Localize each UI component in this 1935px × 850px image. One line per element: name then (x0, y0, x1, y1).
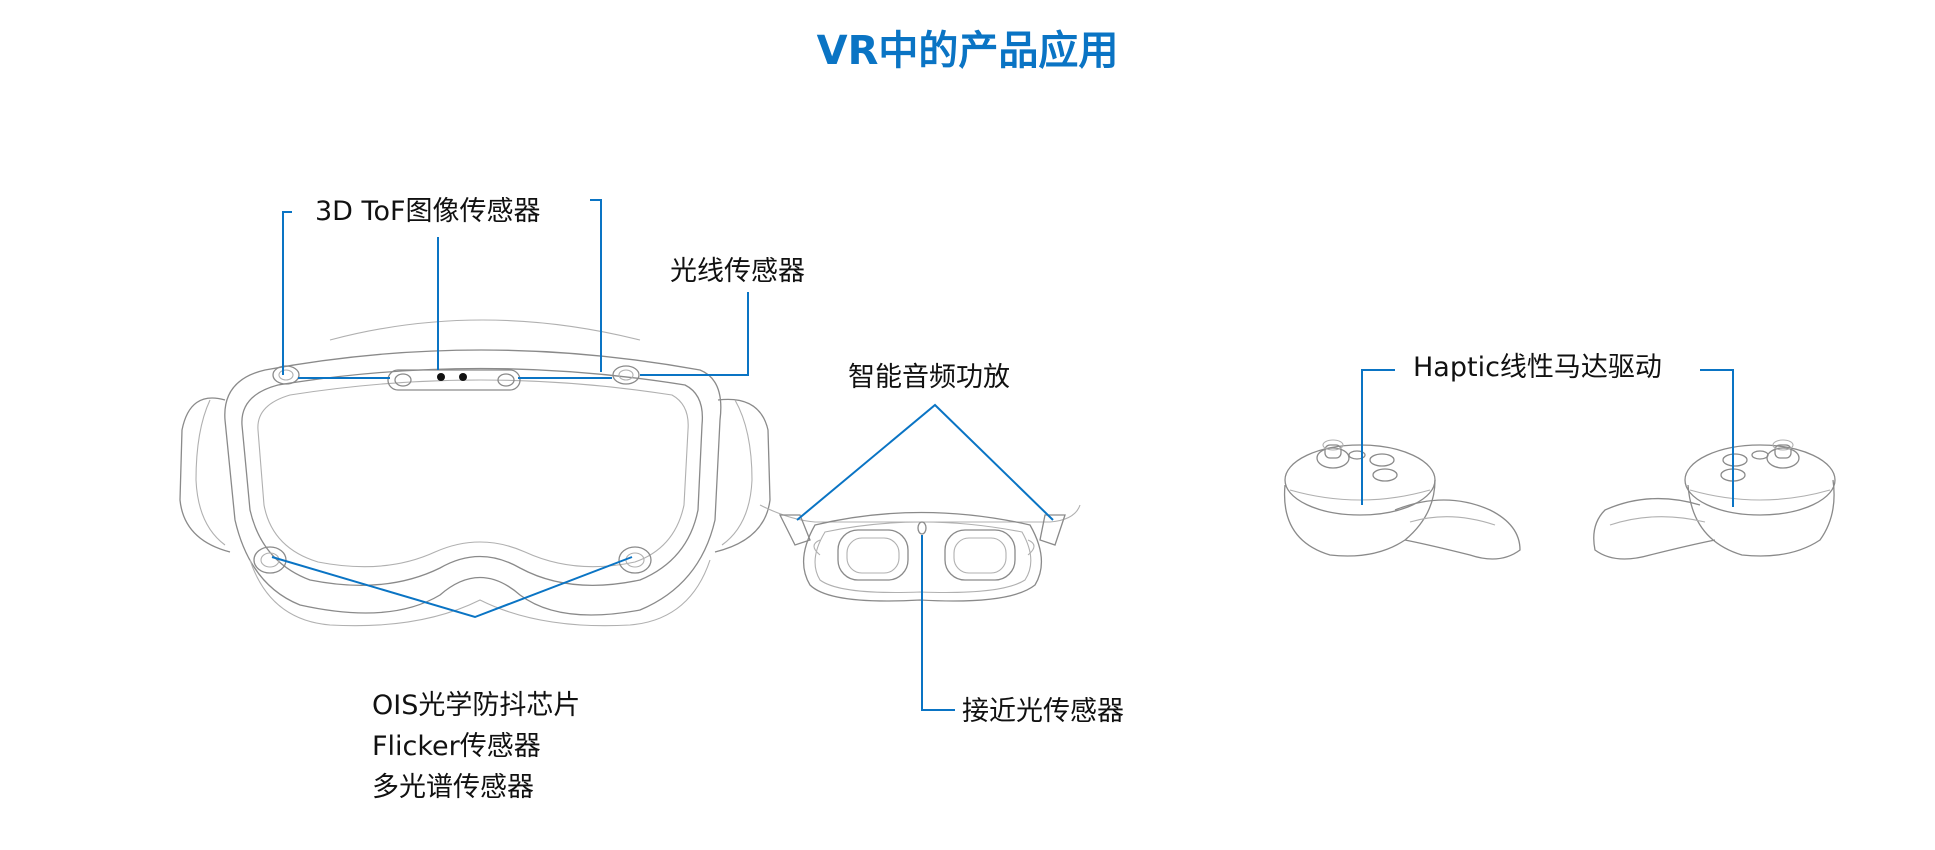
leader-lines (271, 199, 1734, 711)
label-3d-tof-sensor: 3D ToF图像传感器 (315, 196, 541, 227)
label-flicker-sensor: Flicker传感器 (372, 731, 541, 762)
vr-controller-left (1283, 439, 1521, 560)
vr-headset-front (179, 319, 771, 627)
label-light-sensor: 光线传感器 (670, 256, 805, 287)
label-smart-audio-amp: 智能音频功放 (848, 362, 1010, 393)
label-multispectral-sensor: 多光谱传感器 (372, 772, 534, 803)
vr-face-cushion (759, 504, 1081, 602)
label-haptic-motor-driver: Haptic线性马达驱动 (1413, 352, 1662, 383)
page-title: VR中的产品应用 (816, 28, 1119, 74)
vr-controller-right (1593, 439, 1836, 560)
label-proximity-sensor: 接近光传感器 (962, 696, 1124, 727)
label-ois-chip: OIS光学防抖芯片 (372, 690, 581, 721)
